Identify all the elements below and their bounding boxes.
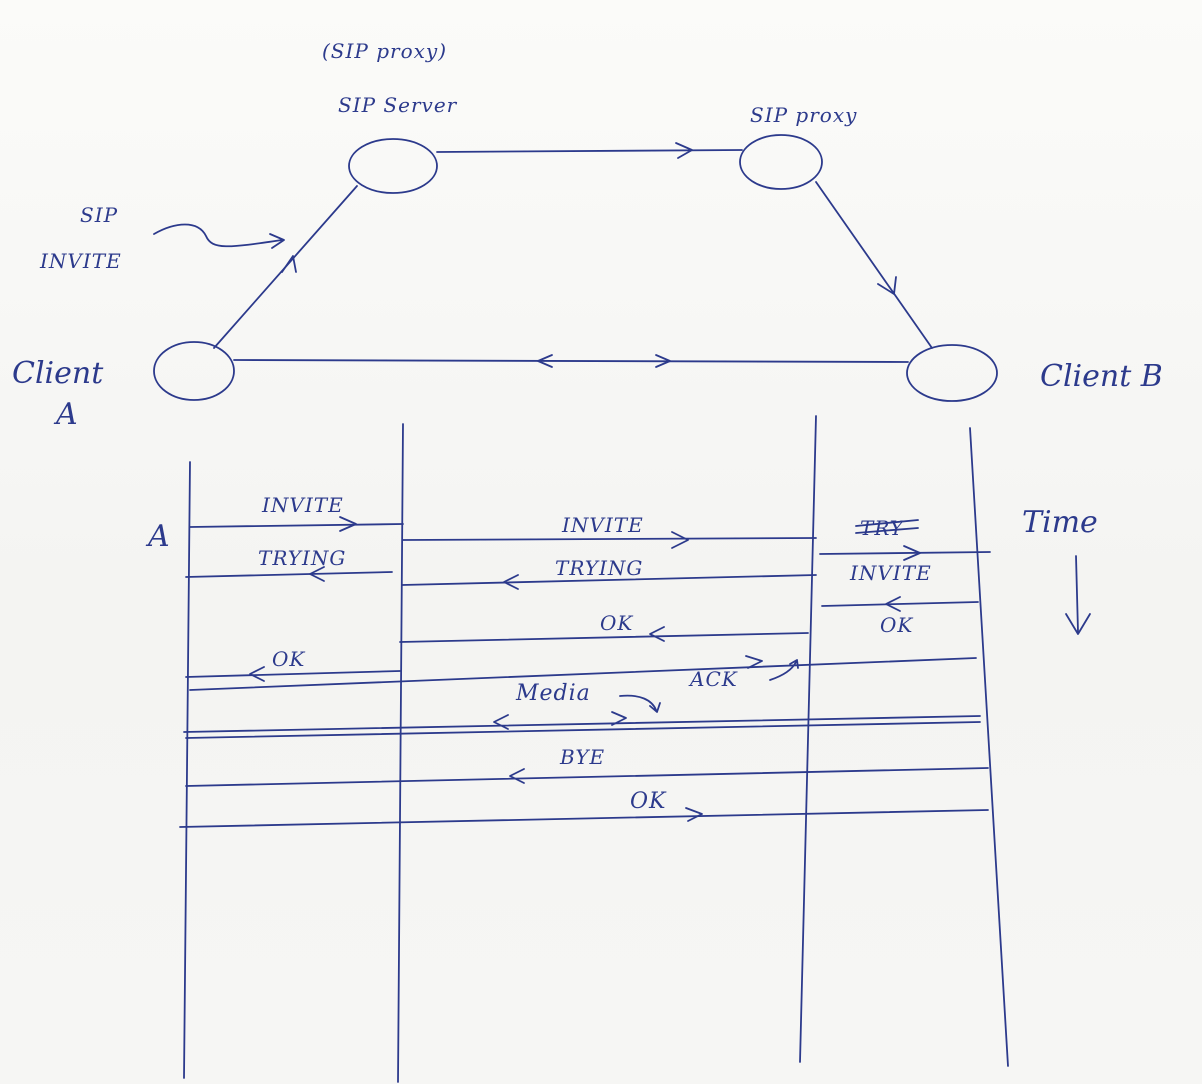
client-a-node — [154, 342, 234, 400]
lifeline-sip-proxy — [800, 416, 816, 1062]
msg-ok-1-line — [822, 602, 978, 606]
sip-proxy-label: SIP proxy — [750, 103, 857, 127]
client-a-label: Client — [12, 356, 104, 391]
media-path-edge — [234, 360, 908, 362]
msg-bye-arrowhead — [510, 769, 524, 783]
msg-invite-2-arrowhead — [672, 532, 688, 548]
time-axis-label: Time — [1022, 505, 1098, 540]
sip-invite-annotation-line1: SIP — [80, 203, 118, 227]
msg-trying-1-label: TRYING — [258, 546, 346, 570]
lane-a-label: A — [145, 519, 170, 554]
msg-invite-1-line — [190, 524, 403, 527]
sip-server-note: (SIP proxy) — [322, 39, 447, 63]
msg-ok-2-label: OK — [600, 611, 633, 635]
client-b-node — [907, 345, 997, 401]
msg-invite-3-label: INVITE — [849, 561, 932, 585]
sip-server-node — [349, 139, 437, 193]
msg-bye-label: BYE — [559, 745, 605, 769]
msg-try-struck-label: TRY — [860, 516, 905, 540]
sip-invite-annotation-line2: INVITE — [39, 249, 122, 273]
msg-invite-1-label: INVITE — [261, 493, 344, 517]
msg-invite-2-label: INVITE — [561, 513, 644, 537]
msg-ok-4-line — [180, 810, 988, 827]
lifeline-client-a — [184, 462, 190, 1078]
server-to-proxy-edge — [437, 150, 742, 152]
msg-ok-2-arrowhead — [650, 627, 664, 641]
proxy-to-client-b-edge — [816, 182, 932, 348]
msg-ok-4-label: OK — [630, 789, 667, 814]
annotation-squiggle-arrow — [154, 225, 282, 247]
msg-ack-hook — [770, 660, 798, 680]
msg-bye-line — [186, 768, 988, 786]
msg-invite-3-line — [820, 552, 990, 554]
lifeline-client-b — [970, 428, 1008, 1066]
msg-ok-4-arrowhead — [686, 808, 702, 821]
sip-proxy-node — [740, 135, 822, 189]
client-b-label: Client B — [1040, 359, 1163, 394]
msg-ok-3-label: OK — [272, 647, 305, 671]
lifeline-sip-server — [398, 424, 403, 1082]
time-axis-line — [1076, 556, 1078, 632]
msg-ack-label: ACK — [688, 667, 738, 691]
msg-ok-1-label: OK — [880, 613, 913, 637]
msg-trying-1-line — [186, 572, 392, 577]
msg-ok-3-line — [186, 671, 400, 677]
sip-server-label: SIP Server — [338, 93, 458, 117]
msg-trying-2-label: TRYING — [555, 556, 643, 580]
client-a-letter: A — [53, 397, 78, 432]
msg-media-left-arrowhead — [494, 715, 508, 729]
msg-invite-2-line — [403, 538, 816, 540]
msg-media-hook — [620, 696, 660, 712]
msg-media-label: Media — [515, 681, 591, 706]
